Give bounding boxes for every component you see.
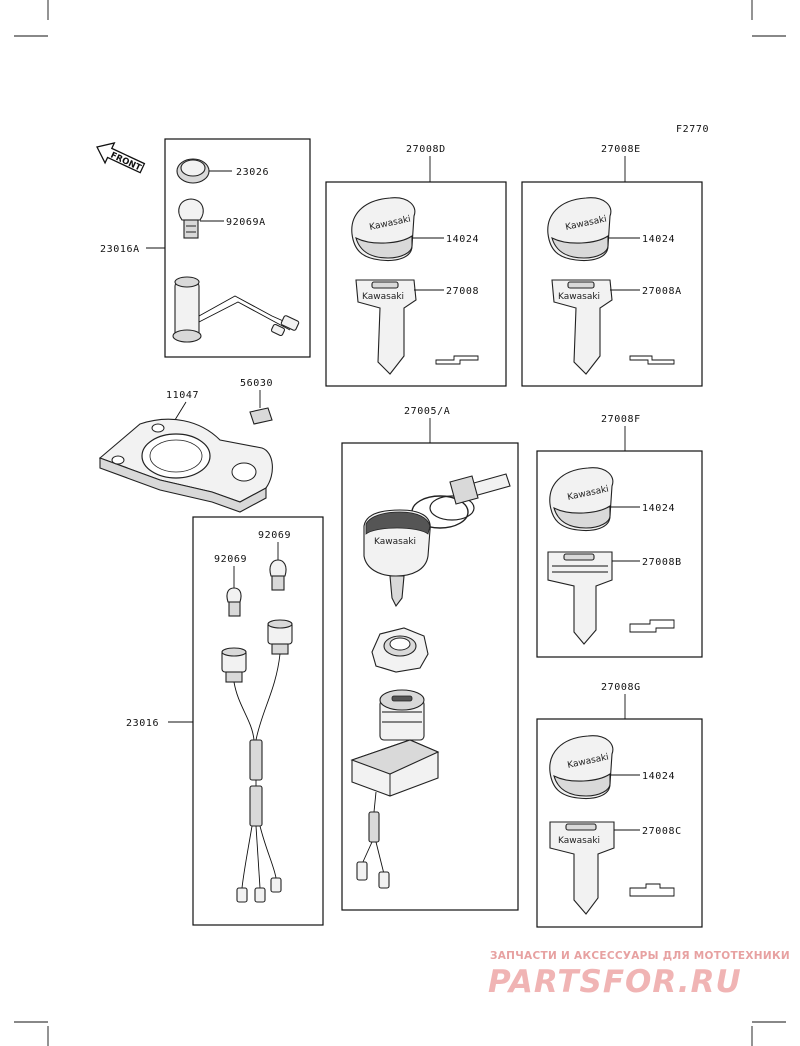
key-cut-pattern-f <box>629 619 675 633</box>
label-56030: 56030 <box>240 378 273 389</box>
label-27008c: 27008C <box>642 826 682 837</box>
lamp-socket-harness <box>172 276 300 343</box>
key-head-cover-d: Kawasaki <box>351 197 416 262</box>
label-23016: 23016 <box>126 718 159 729</box>
label-23026: 23026 <box>236 167 269 178</box>
key-brand-27008a: Kawasaki <box>558 292 600 302</box>
label-23016a: 23016A <box>100 244 140 255</box>
label-14024-e: 14024 <box>642 234 675 245</box>
ignition-switch-body <box>350 689 440 889</box>
watermark-logo: PARTSFOR.RU <box>488 964 742 1000</box>
key-brand-27008c: Kawasaki <box>558 836 600 846</box>
key-blank-27008: Kawasaki <box>355 279 417 375</box>
label-27005a: 27005/A <box>404 406 450 417</box>
label-11047: 11047 <box>166 390 199 401</box>
label-14024-d: 14024 <box>446 234 479 245</box>
key-brand-27008: Kawasaki <box>362 292 404 302</box>
watermark-tagline: ЗАПЧАСТИ И АКСЕССУАРЫ ДЛЯ МОТОТЕХНИКИ <box>490 950 790 962</box>
grommet-23026 <box>176 158 210 184</box>
label-27008b: 27008B <box>642 557 682 568</box>
label-27008e: 27008E <box>601 144 641 155</box>
key-blank-27008a: Kawasaki <box>551 279 613 375</box>
ignition-key-set: Kawasaki <box>363 473 511 608</box>
wire-harness-23016 <box>221 619 293 903</box>
key-brand-ignition: Kawasaki <box>374 537 416 547</box>
label-27008d: 27008D <box>406 144 446 155</box>
label-92069a: 92069A <box>226 217 266 228</box>
front-label: FRONT <box>109 151 143 174</box>
seal-56030 <box>249 407 273 425</box>
figure-code: F2770 <box>676 124 709 135</box>
group-frame-27008f <box>536 450 703 658</box>
key-cut-pattern-e <box>629 355 675 365</box>
group-frame-23016 <box>192 516 324 926</box>
label-27008a: 27008A <box>642 286 682 297</box>
key-blank-27008c: Kawasaki <box>549 821 615 915</box>
key-cut-pattern-d <box>435 355 479 365</box>
bulb-92069a <box>178 198 204 239</box>
group-frame-27008g <box>536 718 703 928</box>
label-27008f: 27008F <box>601 414 641 425</box>
bulb-92069-a <box>226 587 242 617</box>
label-14024-f: 14024 <box>642 503 675 514</box>
key-head-cover-f: Kawasaki <box>549 467 614 532</box>
group-frame-27005a <box>341 442 519 911</box>
crop-marks <box>14 0 786 1046</box>
mounting-plate-11047 <box>98 418 273 513</box>
label-27008g: 27008G <box>601 682 641 693</box>
bulb-92069-b <box>269 559 287 591</box>
label-14024-g: 14024 <box>642 771 675 782</box>
key-blank-27008b <box>547 551 613 645</box>
key-head-cover-g: Kawasaki <box>549 735 614 800</box>
group-frame-27008d <box>325 181 507 387</box>
label-92069-b: 92069 <box>258 530 291 541</box>
front-arrow-icon: FRONT <box>96 142 146 174</box>
group-frame-27008e <box>521 181 703 387</box>
label-92069-a: 92069 <box>214 554 247 565</box>
label-27008: 27008 <box>446 286 479 297</box>
key-head-cover-e: Kawasaki <box>547 197 612 262</box>
hex-nut <box>371 627 429 673</box>
key-cut-pattern-g <box>629 883 675 897</box>
